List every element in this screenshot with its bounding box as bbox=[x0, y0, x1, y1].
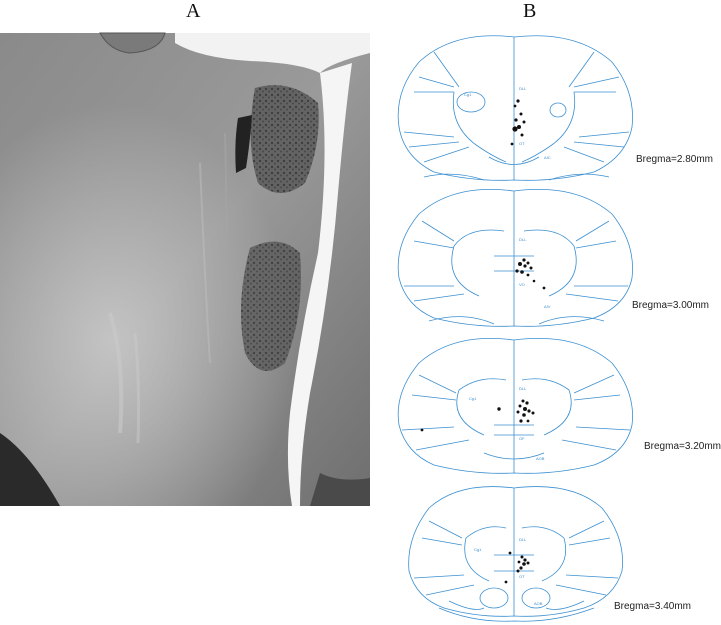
svg-text:DLL: DLL bbox=[519, 537, 527, 542]
bregma-label-1: Bregma=2.80mm bbox=[636, 154, 713, 165]
svg-text:DLL: DLL bbox=[519, 86, 527, 91]
svg-text:OT: OT bbox=[519, 574, 525, 579]
svg-text:DLL: DLL bbox=[519, 237, 527, 242]
bregma-label-4: Bregma=3.40mm bbox=[614, 601, 691, 612]
svg-text:DLL: DLL bbox=[519, 386, 527, 391]
svg-text:AIV: AIV bbox=[544, 304, 551, 309]
svg-text:OT: OT bbox=[519, 141, 525, 146]
bregma-label-2: Bregma=3.00mm bbox=[632, 300, 709, 311]
svg-text:Cg1: Cg1 bbox=[464, 92, 472, 97]
brain-section-micrograph bbox=[0, 32, 370, 506]
svg-text:AIC: AIC bbox=[544, 155, 551, 160]
atlas-section-3: Cg1 DLL OF AOB bbox=[397, 337, 633, 474]
panel-label-a: A bbox=[186, 0, 201, 22]
svg-text:Cg1: Cg1 bbox=[469, 396, 477, 401]
atlas-section-4: Cg1 DLL OT AOB bbox=[408, 486, 623, 622]
panel-label-b: B bbox=[523, 0, 537, 22]
atlas-section-1: Cg1 DLL OT AIC bbox=[397, 35, 633, 181]
svg-text:OF: OF bbox=[519, 436, 525, 441]
atlas-section-2: DLL VO AIV bbox=[397, 188, 633, 327]
svg-text:AOB: AOB bbox=[534, 601, 543, 606]
svg-text:AOB: AOB bbox=[536, 456, 545, 461]
bregma-label-3: Bregma=3.20mm bbox=[644, 441, 721, 452]
svg-text:Cg1: Cg1 bbox=[474, 547, 482, 552]
svg-text:VO: VO bbox=[519, 282, 525, 287]
